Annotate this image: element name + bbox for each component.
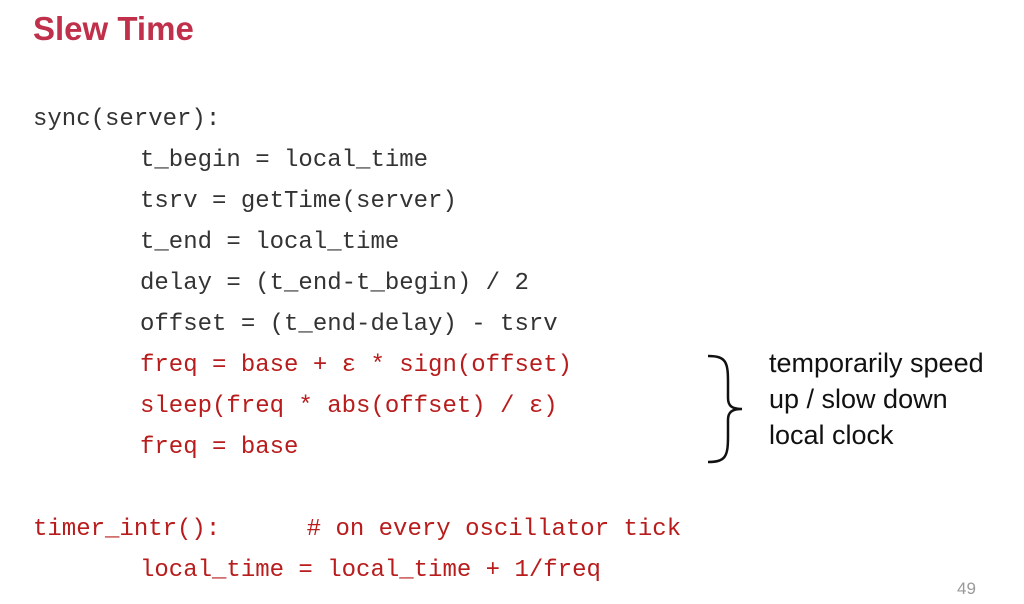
annotation: temporarily speed up / slow down local c…	[769, 345, 984, 453]
blank-line	[33, 468, 681, 509]
code-line: delay = (t_end-t_begin) / 2	[140, 270, 529, 297]
annotation-line: local clock	[769, 420, 894, 450]
page-number: 49	[957, 579, 976, 598]
code-line: tsrv = getTime(server)	[140, 188, 457, 215]
slide-title: Slew Time	[33, 10, 194, 47]
code-line: offset = (t_end-delay) - tsrv	[140, 311, 558, 338]
code-line: t_end = local_time	[140, 229, 400, 256]
annotation-line: up / slow down	[769, 384, 948, 414]
curly-brace-icon	[707, 354, 743, 464]
code-line: t_begin = local_time	[140, 147, 429, 174]
code-line: sleep(freq * abs(offset) / ε)	[140, 393, 558, 420]
annotation-line: temporarily speed	[769, 348, 984, 378]
code-line: freq = base + ε * sign(offset)	[140, 352, 573, 379]
code-line: freq = base	[140, 434, 299, 461]
code-block: sync(server): t_begin = local_time tsrv …	[33, 99, 681, 591]
code-line: sync(server):	[33, 106, 221, 133]
code-line: timer_intr(): # on every oscillator tick	[33, 516, 682, 543]
code-line: local_time = local_time + 1/freq	[140, 557, 601, 584]
